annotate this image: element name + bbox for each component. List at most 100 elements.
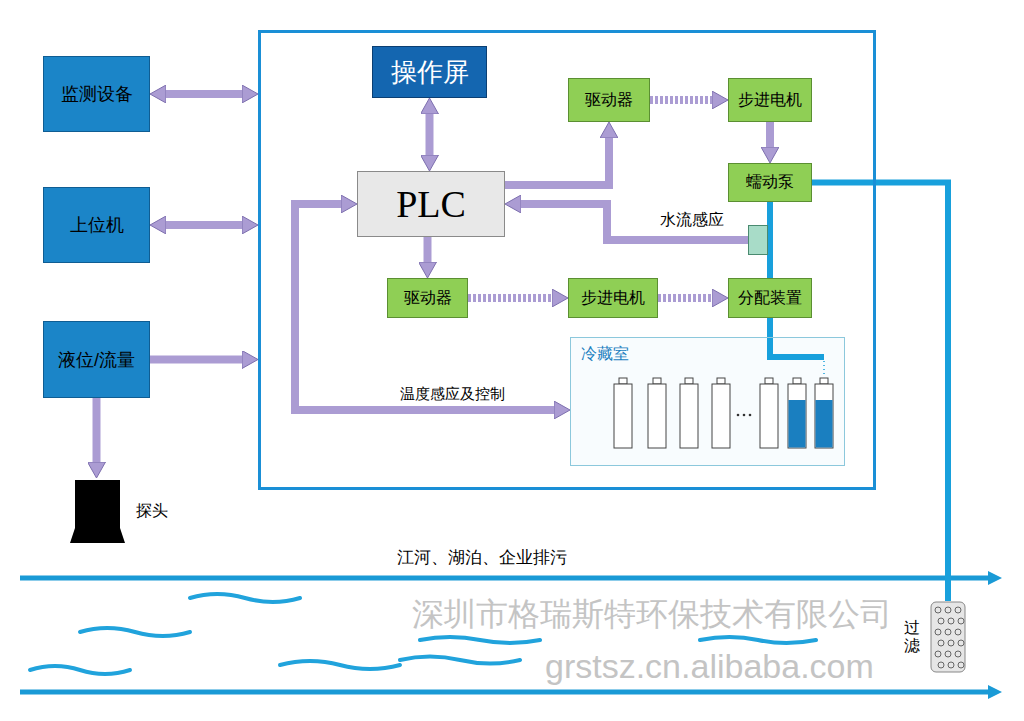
filter-hole bbox=[935, 629, 941, 635]
signal-arrow bbox=[468, 294, 553, 302]
river-label: 江河、湖泊、企业排污 bbox=[395, 546, 569, 569]
bottle-cap bbox=[765, 378, 773, 384]
signal-arrow bbox=[424, 237, 432, 263]
dot bbox=[743, 414, 746, 417]
filter-hole bbox=[955, 607, 961, 613]
water-pipe bbox=[812, 183, 948, 602]
process-box: 步进电机 bbox=[728, 78, 812, 122]
bottle bbox=[680, 384, 698, 448]
probe-shape bbox=[68, 478, 126, 544]
flow-sensor: 水流感应 bbox=[660, 210, 770, 256]
process-box: 驱动器 bbox=[568, 78, 650, 122]
bottle bbox=[815, 384, 833, 448]
wave bbox=[700, 637, 816, 643]
bottle-cap bbox=[820, 378, 828, 384]
filter-hole bbox=[938, 640, 944, 646]
node-label: 液位/流量 bbox=[58, 348, 135, 372]
node-label: 驱动器 bbox=[404, 288, 452, 309]
filter-hole bbox=[938, 662, 944, 668]
bottle-cap bbox=[685, 378, 693, 384]
river-bank-line bbox=[20, 576, 990, 581]
water-pipe bbox=[770, 337, 824, 357]
river-bank-line bbox=[20, 690, 990, 695]
node-label: 过滤 bbox=[904, 619, 920, 654]
bottle-cap bbox=[653, 378, 661, 384]
bottle bbox=[760, 384, 778, 448]
filter-hole bbox=[945, 651, 951, 657]
device-box: 监测设备 bbox=[43, 56, 150, 132]
filter-shape bbox=[930, 601, 966, 673]
signal-arrow bbox=[150, 356, 243, 364]
node-label: 探头 bbox=[136, 501, 168, 522]
ellipsis-dots bbox=[737, 414, 752, 417]
filter-hole bbox=[955, 629, 961, 635]
signal-arrow bbox=[520, 204, 748, 240]
filter-body bbox=[931, 602, 965, 672]
wave bbox=[280, 661, 400, 669]
bottle bbox=[614, 384, 632, 448]
connectors bbox=[97, 94, 949, 601]
signal-arrow bbox=[93, 398, 101, 463]
node-label: 蠕动泵 bbox=[746, 172, 794, 193]
bottle bbox=[648, 384, 666, 448]
dot bbox=[737, 414, 740, 417]
node-label: 步进电机 bbox=[738, 90, 802, 111]
wave bbox=[420, 637, 540, 643]
bottle bbox=[788, 384, 806, 448]
watermark: 深圳市格瑞斯特环保技术有限公司 bbox=[412, 593, 892, 637]
probe-sensor: 探头 bbox=[68, 478, 178, 544]
edge-label: 温度感应及控制 bbox=[398, 385, 507, 404]
water-pipe bbox=[767, 318, 773, 337]
signal-arrow bbox=[766, 122, 774, 148]
sample-bottles bbox=[614, 378, 833, 448]
wave bbox=[400, 657, 520, 664]
bottle-sample bbox=[816, 400, 833, 448]
filter-hole bbox=[955, 651, 961, 657]
signal-arrow bbox=[165, 221, 243, 229]
wave bbox=[190, 594, 300, 602]
bottle-sample bbox=[789, 400, 806, 448]
process-box: 步进电机 bbox=[568, 278, 658, 318]
node-label: 上位机 bbox=[70, 213, 124, 237]
watermark: grstsz.cn.alibaba.com bbox=[545, 647, 874, 686]
probe-body bbox=[70, 480, 125, 543]
filter-hole bbox=[958, 618, 964, 624]
signal-arrow bbox=[426, 113, 434, 156]
cold-room: 冷藏室 bbox=[570, 337, 845, 466]
bottle bbox=[712, 384, 730, 448]
node-label: 监测设备 bbox=[61, 82, 133, 106]
operator-screen: 操作屏 bbox=[372, 46, 487, 98]
signal-arrow bbox=[658, 294, 713, 302]
filter-hole bbox=[945, 629, 951, 635]
node-label: 驱动器 bbox=[585, 90, 633, 111]
wave bbox=[30, 666, 130, 674]
sensor-block bbox=[748, 225, 768, 255]
filter-hole bbox=[945, 607, 951, 613]
filter-hole bbox=[938, 618, 944, 624]
bottle-cap bbox=[717, 378, 725, 384]
filter-hole bbox=[948, 640, 954, 646]
process-box: 分配装置 bbox=[728, 278, 812, 318]
filter-unit: 过滤 bbox=[898, 600, 968, 674]
water-drip bbox=[823, 361, 825, 377]
node-label: PLC bbox=[396, 182, 466, 226]
node-label: 冷藏室 bbox=[581, 345, 629, 362]
node-label: 分配装置 bbox=[738, 288, 802, 309]
plc-box: PLC bbox=[357, 171, 505, 237]
node-label: 步进电机 bbox=[581, 288, 645, 309]
cold-room-fill bbox=[570, 337, 845, 466]
signal-arrow bbox=[505, 137, 609, 185]
filter-hole bbox=[958, 640, 964, 646]
filter-hole bbox=[948, 662, 954, 668]
node-label: 水流感应 bbox=[660, 210, 724, 231]
process-box: 蠕动泵 bbox=[728, 163, 812, 202]
filter-hole bbox=[958, 662, 964, 668]
process-box: 驱动器 bbox=[387, 278, 468, 318]
dot bbox=[749, 414, 752, 417]
filter-hole bbox=[935, 651, 941, 657]
bottle-cap bbox=[619, 378, 627, 384]
filter-hole bbox=[935, 607, 941, 613]
bottle-cap bbox=[793, 378, 801, 384]
signal-arrow bbox=[165, 90, 243, 98]
